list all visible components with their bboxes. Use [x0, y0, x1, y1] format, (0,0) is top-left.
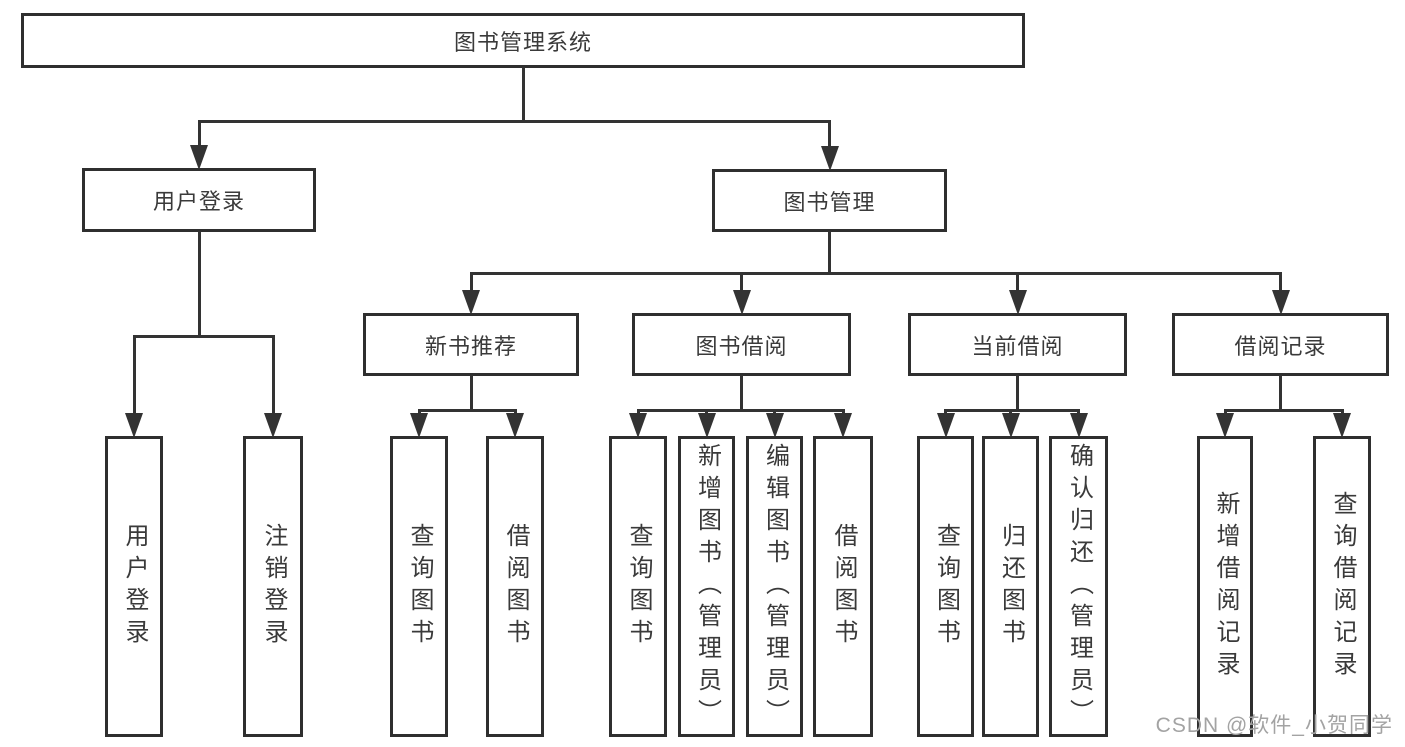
- node-label: 查询借阅记录: [1329, 490, 1356, 683]
- arrow-head: [1216, 413, 1234, 438]
- node-label: 归还图书: [997, 522, 1025, 651]
- connector-stub: [740, 375, 743, 412]
- arrow-head: [190, 145, 208, 170]
- node-label: 借阅图书: [502, 522, 529, 651]
- node-label: 确认归还（管理员）: [1065, 442, 1093, 731]
- connector-line-vertical: [197, 120, 201, 150]
- book-borrowing-node: 图书借阅: [632, 313, 851, 376]
- csdn-watermark: CSDN @软件_小贺同学: [1155, 714, 1393, 737]
- arrow-head: [1008, 290, 1027, 315]
- connector-stub: [521, 67, 525, 123]
- arrow-head: [1001, 413, 1020, 438]
- leaf-logout-node: 注销登录: [243, 436, 303, 737]
- connector-line-horizontal: [1223, 409, 1344, 412]
- connector-stub: [1279, 375, 1282, 412]
- node-label: 图书管理: [783, 189, 876, 215]
- node-label: 借阅记录: [1234, 333, 1327, 359]
- arrow-head: [697, 413, 716, 438]
- connector-line-horizontal: [197, 120, 831, 123]
- arrow-head: [264, 413, 282, 438]
- node-label: 用户登录: [152, 189, 245, 214]
- node-label: 查询图书: [932, 522, 960, 651]
- leaf-add-borrow-record-node: 新增借阅记录: [1197, 436, 1253, 737]
- new-book-recommend-node: 新书推荐: [363, 313, 579, 376]
- connector-stub: [469, 375, 473, 412]
- arrow-head: [629, 413, 647, 438]
- node-label: 注销登录: [260, 522, 287, 651]
- arrow-head: [936, 413, 955, 438]
- connector-line-horizontal: [944, 409, 1080, 412]
- leaf-query-borrow-record-node: 查询借阅记录: [1313, 436, 1371, 737]
- connector-line-horizontal: [132, 335, 275, 338]
- leaf-query-books-current-node: 查询图书: [917, 436, 974, 737]
- node-label: 用户登录: [121, 522, 148, 651]
- node-label: 借阅图书: [830, 522, 857, 651]
- node-label: 查询图书: [625, 522, 652, 651]
- node-label: 新增借阅记录: [1212, 490, 1239, 683]
- connector-line-vertical: [469, 272, 473, 295]
- connector-line-vertical: [271, 335, 275, 418]
- arrow-head: [1271, 290, 1290, 315]
- node-label: 图书借阅: [695, 333, 788, 359]
- leaf-borrow-books-recommend-node: 借阅图书: [486, 436, 544, 737]
- node-label: 查询图书: [406, 522, 433, 651]
- arrow-head: [506, 413, 524, 438]
- arrow-head: [765, 413, 784, 438]
- node-label: 编辑图书（管理员）: [761, 442, 789, 731]
- node-label: 新增图书（管理员）: [693, 442, 721, 731]
- connector-line-vertical: [828, 120, 831, 151]
- leaf-user-login-node: 用户登录: [105, 436, 163, 737]
- book-management-node: 图书管理: [712, 169, 947, 232]
- arrow-head: [125, 413, 143, 438]
- connector-line-vertical: [132, 335, 136, 418]
- leaf-add-books-admin-node: 新增图书（管理员）: [678, 436, 735, 737]
- leaf-return-books-node: 归还图书: [982, 436, 1039, 737]
- connector-line-vertical: [1016, 272, 1019, 295]
- connector-line-horizontal: [469, 272, 1282, 275]
- node-label: 新书推荐: [424, 333, 517, 359]
- leaf-borrow-books-node: 借阅图书: [813, 436, 873, 737]
- arrow-head: [410, 413, 428, 438]
- connector-line-horizontal: [636, 409, 845, 412]
- arrow-head: [1069, 413, 1088, 438]
- leaf-confirm-return-admin-node: 确认归还（管理员）: [1049, 436, 1108, 737]
- arrow-head: [834, 413, 852, 438]
- arrow-head: [732, 290, 751, 315]
- borrowing-records-node: 借阅记录: [1172, 313, 1389, 376]
- leaf-edit-books-admin-node: 编辑图书（管理员）: [746, 436, 803, 737]
- arrow-head: [462, 290, 480, 315]
- arrow-head: [820, 146, 839, 171]
- node-label: 当前借阅: [971, 333, 1064, 359]
- arrow-head: [1333, 413, 1351, 438]
- user-login-node: 用户登录: [82, 168, 316, 232]
- node-label: 图书管理系统: [453, 29, 592, 55]
- current-borrowing-node: 当前借阅: [908, 313, 1127, 376]
- connector-stub: [197, 231, 201, 338]
- leaf-query-books-borrow-node: 查询图书: [609, 436, 667, 737]
- connector-line-vertical: [1279, 272, 1282, 295]
- connector-stub: [1016, 375, 1019, 412]
- root-system-node: 图书管理系统: [21, 13, 1025, 68]
- leaf-query-books-recommend-node: 查询图书: [390, 436, 448, 737]
- connector-line-horizontal: [417, 409, 517, 412]
- connector-line-vertical: [740, 272, 743, 295]
- connector-stub: [828, 231, 831, 275]
